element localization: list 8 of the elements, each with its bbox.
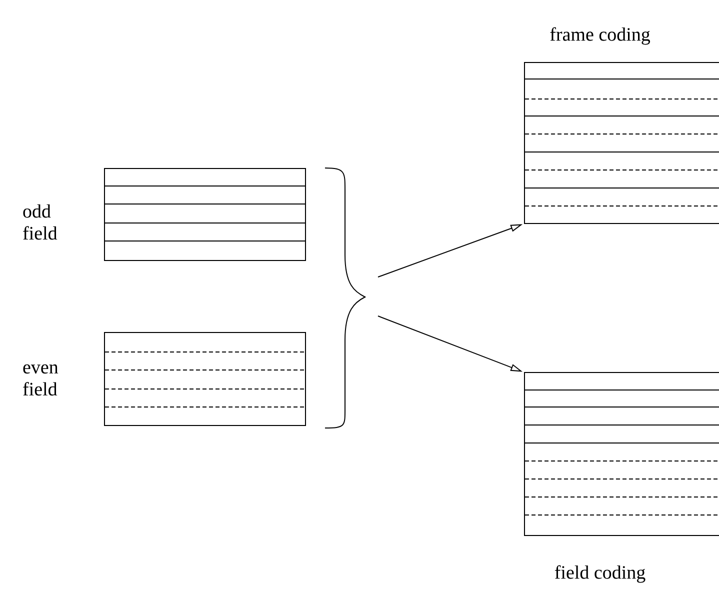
field-label: even field xyxy=(23,364,58,396)
field-label: odd field xyxy=(23,204,58,240)
line-box xyxy=(524,372,719,583)
line-box xyxy=(23,168,306,261)
field-label: frame coding xyxy=(550,27,650,45)
field-label: field coding xyxy=(554,565,646,583)
line-box xyxy=(524,27,719,224)
line-box xyxy=(23,332,306,426)
